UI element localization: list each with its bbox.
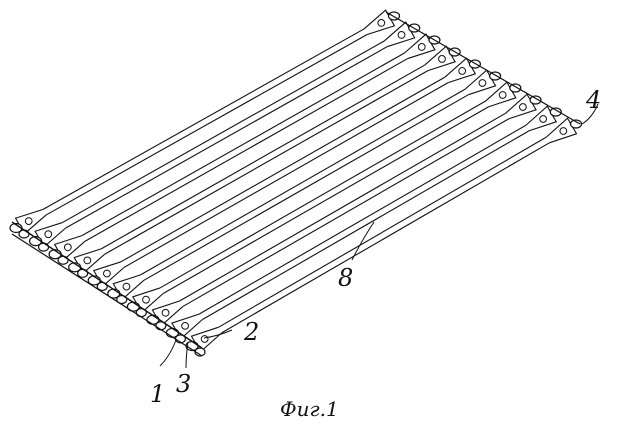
bar-end-right-hole <box>540 116 547 123</box>
bar-edge-top <box>222 143 550 333</box>
bar-end-right-hole <box>479 80 486 87</box>
figure-caption: Фиг.1 <box>280 397 339 421</box>
bar-end-right-hole <box>519 104 526 111</box>
leader-line-1 <box>160 340 176 366</box>
hinge-knuckle-left-lower <box>39 243 49 251</box>
bar-edge-bottom <box>199 125 526 314</box>
leader-line-8 <box>352 222 374 260</box>
label-2: 2 <box>243 318 259 346</box>
bar-end-right-hole <box>418 44 425 51</box>
label-1: 1 <box>150 380 165 408</box>
bar-end-left-hole <box>162 309 169 316</box>
bar-end-right-hole <box>499 92 506 99</box>
bar-end-right-hole <box>560 128 567 135</box>
label-8: 8 <box>338 264 353 292</box>
bar-end-right-hole <box>439 56 446 63</box>
bar-end-right-hole <box>398 32 405 39</box>
bar-end-left-hole <box>25 218 32 225</box>
bar-end-left-hole <box>84 257 91 264</box>
left-hinge-rail <box>12 222 202 348</box>
bar-end-left-hole <box>45 231 52 238</box>
bar-end-right-hole <box>378 20 385 27</box>
bar-end-left-hole <box>104 270 111 277</box>
bar-end-left-hole <box>123 283 130 290</box>
bar-end-left-hole <box>182 322 189 329</box>
bar-end-right-hole <box>459 68 466 75</box>
bar-edge-bottom <box>62 41 384 223</box>
bar-edge-bottom <box>82 53 405 236</box>
bar-assembly <box>10 10 582 356</box>
right-hinge-rail <box>386 12 580 124</box>
bar-edge-bottom <box>219 137 547 327</box>
hinge-knuckle-left-lower <box>19 230 29 238</box>
label-3: 3 <box>176 370 191 398</box>
bar-end-left-hole <box>201 336 208 343</box>
hinge-knuckle-right <box>510 84 521 92</box>
label-4: 4 <box>585 86 601 114</box>
bar-end-left-hole <box>143 296 150 303</box>
bar-edge-top <box>202 131 529 320</box>
bar-end-left-hole <box>64 244 71 251</box>
